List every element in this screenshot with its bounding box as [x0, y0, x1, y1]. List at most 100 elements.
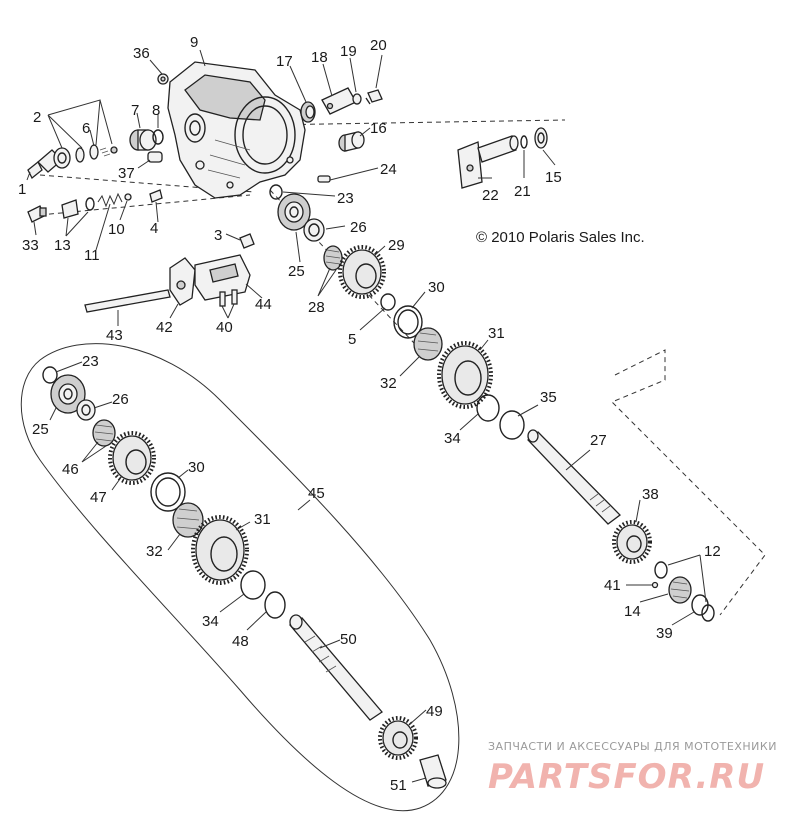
watermark-brand: PARTSFOR.RU [488, 757, 765, 797]
part-7-bearing [129, 129, 157, 151]
part-31-gear-upper [437, 341, 493, 409]
part-3-bolt [239, 233, 255, 249]
part-13-washer-plug [61, 197, 95, 219]
part-23-clip-lower [42, 366, 58, 384]
part-33-plug [27, 205, 47, 223]
callout-31-upper: 31 [488, 325, 505, 342]
part-11-spring [97, 192, 123, 208]
callout-17: 17 [276, 53, 293, 70]
part-29-gear [338, 245, 386, 299]
part-26-washer-upper [303, 218, 325, 242]
part-30-thrust-washer-lower [150, 472, 186, 512]
callout-37: 37 [118, 165, 135, 182]
callout-38: 38 [642, 486, 659, 503]
callout-30-lower: 30 [188, 459, 205, 476]
callout-46: 46 [62, 461, 79, 478]
callout-16: 16 [370, 120, 387, 137]
part-42-shift-drum-arm [169, 257, 196, 306]
part-26-washer-lower [76, 399, 96, 421]
part-16-bushing [338, 131, 365, 152]
callout-25-lower: 25 [32, 421, 49, 438]
callout-4: 4 [150, 220, 158, 237]
callout-26-upper: 26 [350, 219, 367, 236]
part-34-clip-lower [240, 570, 266, 600]
part-47-gear [108, 431, 156, 485]
part-4-pin [149, 189, 163, 203]
callout-26-lower: 26 [112, 391, 129, 408]
callout-36: 36 [133, 45, 150, 62]
callout-7: 7 [131, 102, 139, 119]
callout-25-upper: 25 [288, 263, 305, 280]
callout-47: 47 [90, 489, 107, 506]
part-50-shaft [289, 614, 383, 721]
part-44-shift-fork-assembly [194, 254, 251, 301]
transmission-housing [167, 61, 306, 199]
part-51-bushing [419, 754, 447, 789]
part-22-shaft-lever [457, 135, 519, 189]
part-14-bearing [668, 576, 692, 604]
callout-12: 12 [704, 543, 721, 560]
callout-31-lower: 31 [254, 511, 271, 528]
part-18-bracket [321, 87, 357, 115]
part-17-seal [300, 101, 316, 123]
callout-11: 11 [84, 247, 100, 264]
callout-2: 2 [33, 109, 41, 126]
callout-numbers: 36 9 17 18 19 20 2 6 7 8 16 37 1 24 23 2… [18, 34, 721, 794]
part-49-gear [378, 716, 418, 760]
callout-24: 24 [380, 161, 397, 178]
part-38-gear [612, 520, 652, 564]
part-31-gear-lower [191, 515, 249, 585]
part-39-snap-ring [691, 594, 715, 622]
part-15-washer [534, 127, 548, 149]
callout-20: 20 [370, 37, 387, 54]
part-1-screw [27, 160, 43, 180]
callout-45: 45 [308, 485, 325, 502]
part-30-thrust-washer-upper [393, 305, 423, 339]
callout-9: 9 [190, 34, 198, 51]
callout-29: 29 [388, 237, 405, 254]
callout-35: 35 [540, 389, 557, 406]
callout-39: 39 [656, 625, 673, 642]
part-20-bolt [365, 89, 383, 105]
callout-43: 43 [106, 327, 123, 344]
callout-44: 44 [255, 296, 272, 313]
callout-15: 15 [545, 169, 562, 186]
part-46-needle-bearings [92, 419, 116, 447]
part-25-bearing-upper [277, 193, 311, 231]
part-19-washer [352, 93, 362, 105]
leader-lines [26, 49, 707, 783]
part-21-oring [520, 135, 528, 149]
callout-23-upper: 23 [337, 190, 354, 207]
part-48-snap-ring [264, 591, 286, 619]
part-43-shift-rod [84, 289, 171, 313]
callout-21: 21 [514, 183, 531, 200]
part-8-oring [152, 129, 164, 145]
callout-33: 33 [22, 237, 39, 254]
callout-8: 8 [152, 102, 160, 119]
part-12-clip [654, 561, 668, 579]
part-25-bearing-lower [50, 374, 86, 414]
part-32-bearing-upper [413, 327, 443, 361]
part-35-snap-ring [499, 410, 525, 440]
callout-10: 10 [108, 221, 125, 238]
part-10-ball [124, 193, 132, 201]
callout-14: 14 [624, 603, 641, 620]
part-23-clip-upper [269, 184, 283, 200]
callout-32-lower: 32 [146, 543, 163, 560]
part-36-nut [157, 73, 169, 85]
callout-42: 42 [156, 319, 173, 336]
callout-23-lower: 23 [82, 353, 99, 370]
part-37-bushing [147, 151, 163, 163]
part-34-clip-upper [476, 394, 500, 422]
part-2-switch-assembly [37, 144, 118, 173]
callout-13: 13 [54, 237, 71, 254]
callout-40: 40 [216, 319, 233, 336]
callout-51: 51 [390, 777, 407, 794]
part-24-dowel [317, 175, 331, 183]
axis-line-right [611, 349, 766, 616]
part-27-shaft [527, 429, 621, 525]
callout-27: 27 [590, 432, 607, 449]
callout-34-lower: 34 [202, 613, 219, 630]
watermark-subtitle: ЗАПЧАСТИ И АКСЕССУАРЫ ДЛЯ МОТОТЕХНИКИ [488, 740, 777, 753]
